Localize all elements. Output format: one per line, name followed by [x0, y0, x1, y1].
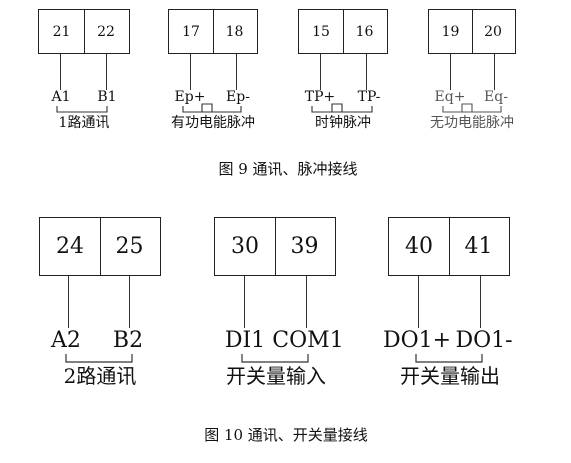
terminal-41: 41	[464, 234, 493, 259]
terminal-18: 18	[225, 23, 244, 40]
label-B1: B1	[97, 89, 117, 105]
sub-label-5: 2路通讯	[63, 364, 137, 388]
terminal-16: 16	[355, 23, 374, 40]
label-Eq-minus: Eq-	[484, 89, 508, 105]
sub-label-1: 1路通讯	[58, 115, 110, 131]
bracket-group4	[442, 106, 502, 113]
terminal-17: 17	[169, 10, 214, 53]
terminal-21: 21	[39, 10, 85, 53]
wire-25	[129, 276, 130, 328]
wire-39	[306, 276, 307, 328]
bracket-group7	[415, 354, 483, 363]
wire-40	[418, 276, 419, 328]
terminal-39: 39	[290, 234, 319, 259]
bracket-group2	[182, 106, 242, 113]
figure-9-caption: 图 9 通讯、脉冲接线	[218, 160, 358, 178]
wire-15	[320, 54, 321, 90]
wire-30	[244, 276, 245, 328]
wire-16	[366, 54, 367, 90]
label-A2: A2	[51, 328, 81, 353]
label-TP-minus: TP-	[357, 89, 381, 105]
terminal-22: 22	[97, 23, 115, 40]
label-A1: A1	[51, 89, 71, 105]
label-Eq-plus: Eq+	[434, 89, 466, 105]
terminal-15: 15	[299, 10, 344, 53]
wire-18	[236, 54, 237, 90]
wire-21	[60, 54, 61, 90]
bracket-group3	[311, 106, 373, 113]
label-COM1: COM1	[272, 328, 344, 353]
terminal-block-30-39: 30 39	[214, 217, 336, 276]
bracket-group6	[241, 354, 309, 363]
wire-24	[68, 276, 69, 328]
wire-19	[450, 54, 451, 90]
label-Ep-plus: Ep+	[174, 89, 206, 105]
terminal-block-15-16: 15 16	[298, 9, 388, 54]
terminal-30: 30	[215, 218, 276, 275]
terminal-25: 25	[115, 234, 144, 259]
terminal-19: 19	[429, 10, 473, 53]
label-DO1-minus: DO1-	[455, 328, 513, 353]
terminal-40: 40	[389, 218, 450, 275]
terminal-24: 24	[40, 218, 101, 275]
label-DI1: DI1	[224, 328, 266, 353]
terminal-block-17-18: 17 18	[168, 9, 258, 54]
terminal-20: 20	[484, 23, 502, 40]
label-DO1-plus: DO1+	[382, 328, 452, 353]
bracket-group5	[65, 354, 133, 363]
sub-label-3: 时钟脉冲	[315, 115, 371, 131]
terminal-block-40-41: 40 41	[388, 217, 510, 276]
figure-10-caption: 图 10 通讯、开关量接线	[204, 426, 368, 444]
sub-label-2: 有功电能脉冲	[171, 115, 255, 131]
terminal-block-24-25: 24 25	[39, 217, 161, 276]
sub-label-6: 开关量输入	[226, 364, 326, 388]
wire-22	[106, 54, 107, 90]
terminal-block-21-22: 21 22	[38, 9, 130, 54]
wire-20	[494, 54, 495, 90]
terminal-block-19-20: 19 20	[428, 9, 516, 54]
sub-label-7: 开关量输出	[400, 364, 500, 388]
sub-label-4: 无功电能脉冲	[430, 115, 514, 131]
bracket-group1	[56, 106, 108, 113]
label-TP-plus: TP+	[304, 89, 336, 105]
wire-41	[480, 276, 481, 328]
label-B2: B2	[112, 328, 144, 353]
label-Ep-minus: Ep-	[226, 89, 250, 105]
wire-17	[190, 54, 191, 90]
